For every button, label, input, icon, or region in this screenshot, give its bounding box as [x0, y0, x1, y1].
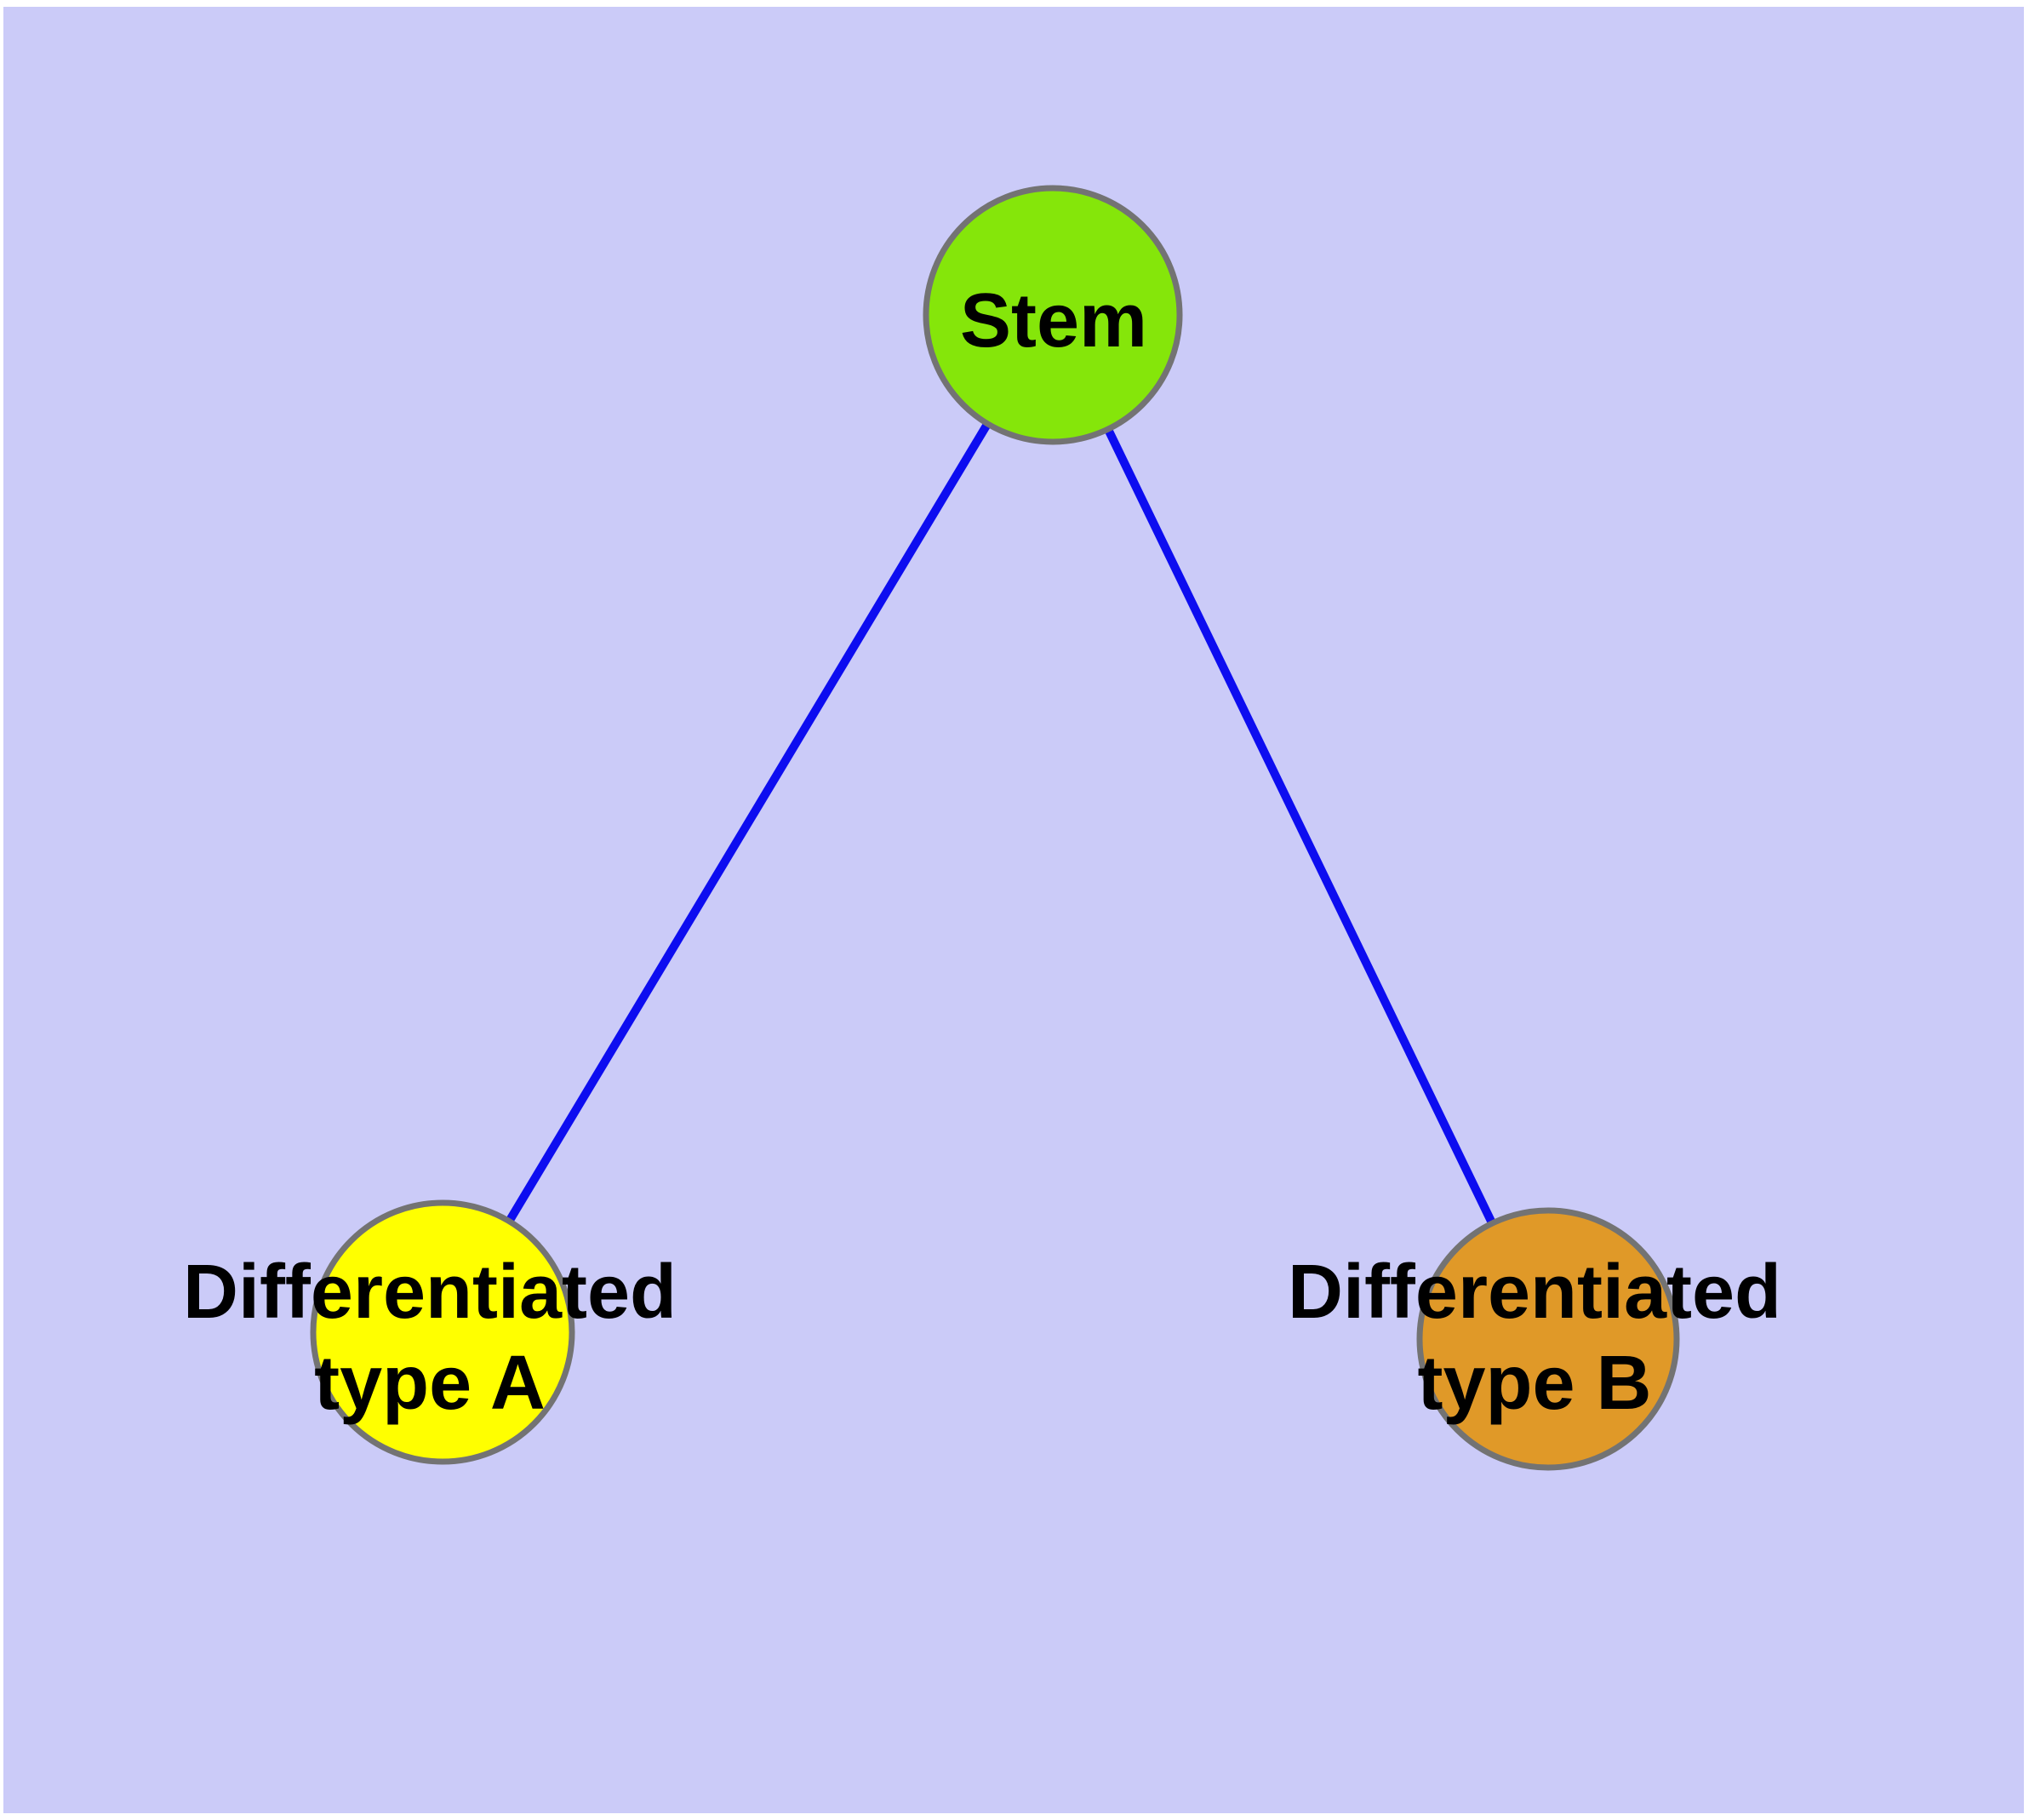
node-stem	[923, 185, 1183, 445]
edges	[438, 312, 1552, 1342]
type-b-node-label-line2: type B	[1417, 1341, 1651, 1426]
type-a-node-label-line2: type A	[314, 1341, 546, 1426]
nodes	[310, 185, 1680, 1471]
stem-node-label: Stem	[960, 278, 1147, 363]
type-a-node-label-line1: Differentiated	[183, 1250, 677, 1335]
edge-stem-to-type-a	[438, 312, 1057, 1335]
type-b-node-label-line1: Differentiated	[1288, 1250, 1781, 1335]
node-labels: Stem Differentiated type A Differentiate…	[183, 278, 1781, 1426]
node-differentiated-type-b	[1416, 1207, 1680, 1471]
node-differentiated-type-a	[310, 1199, 575, 1465]
edge-stem-to-type-b	[1049, 312, 1552, 1342]
